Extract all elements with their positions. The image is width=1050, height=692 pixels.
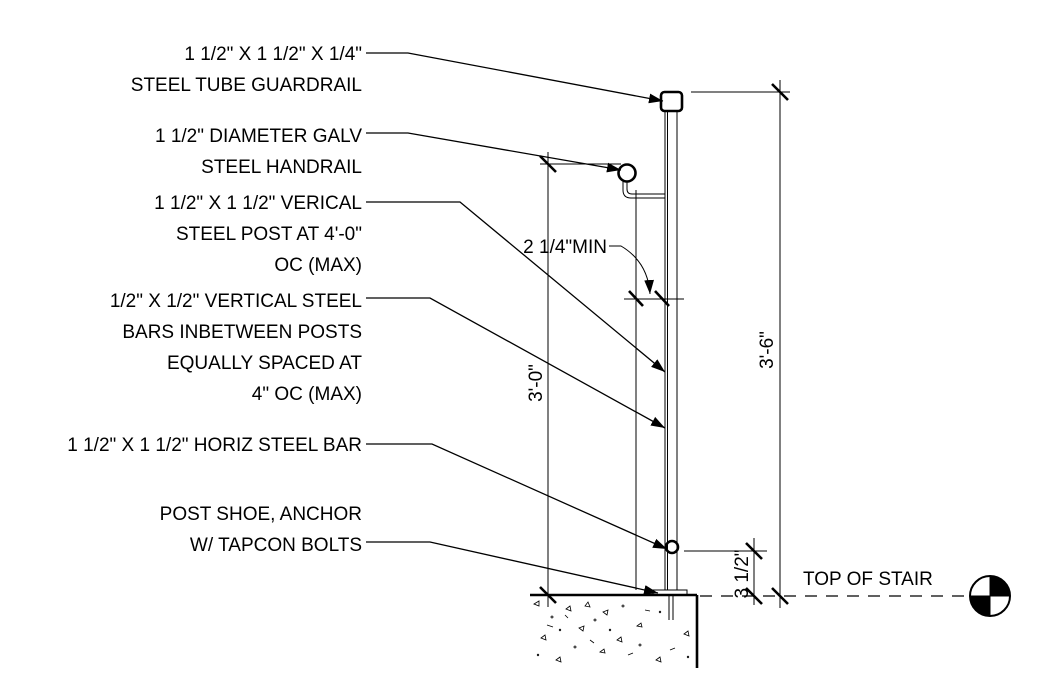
callout-shoe: POST SHOE, ANCHOR W/ TAPCON BOLTS [160,504,362,556]
callout-horiz-bar-line-1: 1 1/2" X 1 1/2" HORIZ STEEL BAR [67,435,362,456]
callout-bars-line-2: BARS INBETWEEN POSTS [122,322,362,343]
callout-post: 1 1/2" X 1 1/2" VERICAL STEEL POST AT 4'… [154,193,362,276]
dim-tick [628,290,644,307]
dimension-3-6: 3'-6" [691,80,790,608]
leader-guardrail [366,52,664,104]
dim-tick [745,542,763,560]
dim-tick [539,155,557,173]
leader-post [366,201,666,373]
callout-shoe-line-1: POST SHOE, ANCHOR [160,504,362,525]
callout-post-line-1: 1 1/2" X 1 1/2" VERICAL [154,193,362,214]
level-label: TOP OF STAIR [803,569,933,590]
dim-tick [771,587,789,605]
callout-handrail: 1 1/2" DIAMETER GALV STEEL HANDRAIL [155,126,362,178]
callout-bars-line-3: EQUALLY SPACED AT [167,353,362,374]
callout-guardrail-line-1: 1 1/2" X 1 1/2" X 1/4" [184,44,362,65]
dimension-clearance: 2 1/4"MIN [523,190,684,590]
dim-tick [539,586,557,604]
level-target-fill [990,576,1010,596]
dim-label-3-0: 3'-0" [526,364,547,402]
guardrail-tube [659,90,684,113]
clearance-leader [609,245,655,295]
dim-label-bottom-gap: 3 1/2" [732,549,753,598]
dimension-3-0: 3'-0" [526,152,621,607]
concrete-hatch [533,600,690,663]
callout-bars: 1/2" X 1/2" VERTICAL STEEL BARS INBETWEE… [110,291,363,405]
leader-bars [366,297,666,429]
handrail-bracket-outer [622,181,665,199]
callout-guardrail-line-2: STEEL TUBE GUARDRAIL [131,75,362,96]
leader-handrail [366,132,622,173]
callout-bars-line-4: 4" OC (MAX) [252,384,362,405]
callout-guardrail: 1 1/2" X 1 1/2" X 1/4" STEEL TUBE GUARDR… [131,44,362,96]
callout-shoe-line-2: W/ TAPCON BOLTS [190,535,362,556]
leader-lines [366,52,668,595]
callout-bars-line-1: 1/2" X 1/2" VERTICAL STEEL [110,291,362,312]
callout-horiz-bar: 1 1/2" X 1 1/2" HORIZ STEEL BAR [67,435,362,456]
horiz-steel-bar [664,539,680,555]
dim-label-3-6: 3'-6" [757,331,778,369]
dim-tick [654,290,670,307]
dim-label-clearance: 2 1/4"MIN [523,237,607,258]
level-marker: TOP OF STAIR [700,569,1011,617]
callout-handrail-line-2: STEEL HANDRAIL [201,157,362,178]
dim-tick [771,83,789,101]
handrail-pipe [617,163,637,183]
callout-handrail-line-1: 1 1/2" DIAMETER GALV [155,126,362,147]
level-target-fill [970,596,990,616]
leader-shoe [366,541,659,595]
railing-assembly [617,90,688,620]
handrail-bracket [626,182,665,195]
concrete-slab [530,593,699,668]
callout-post-line-3: OC (MAX) [274,255,362,276]
leader-horiz-bar [366,443,668,550]
callout-post-line-2: STEEL POST AT 4'-0" [176,224,362,245]
